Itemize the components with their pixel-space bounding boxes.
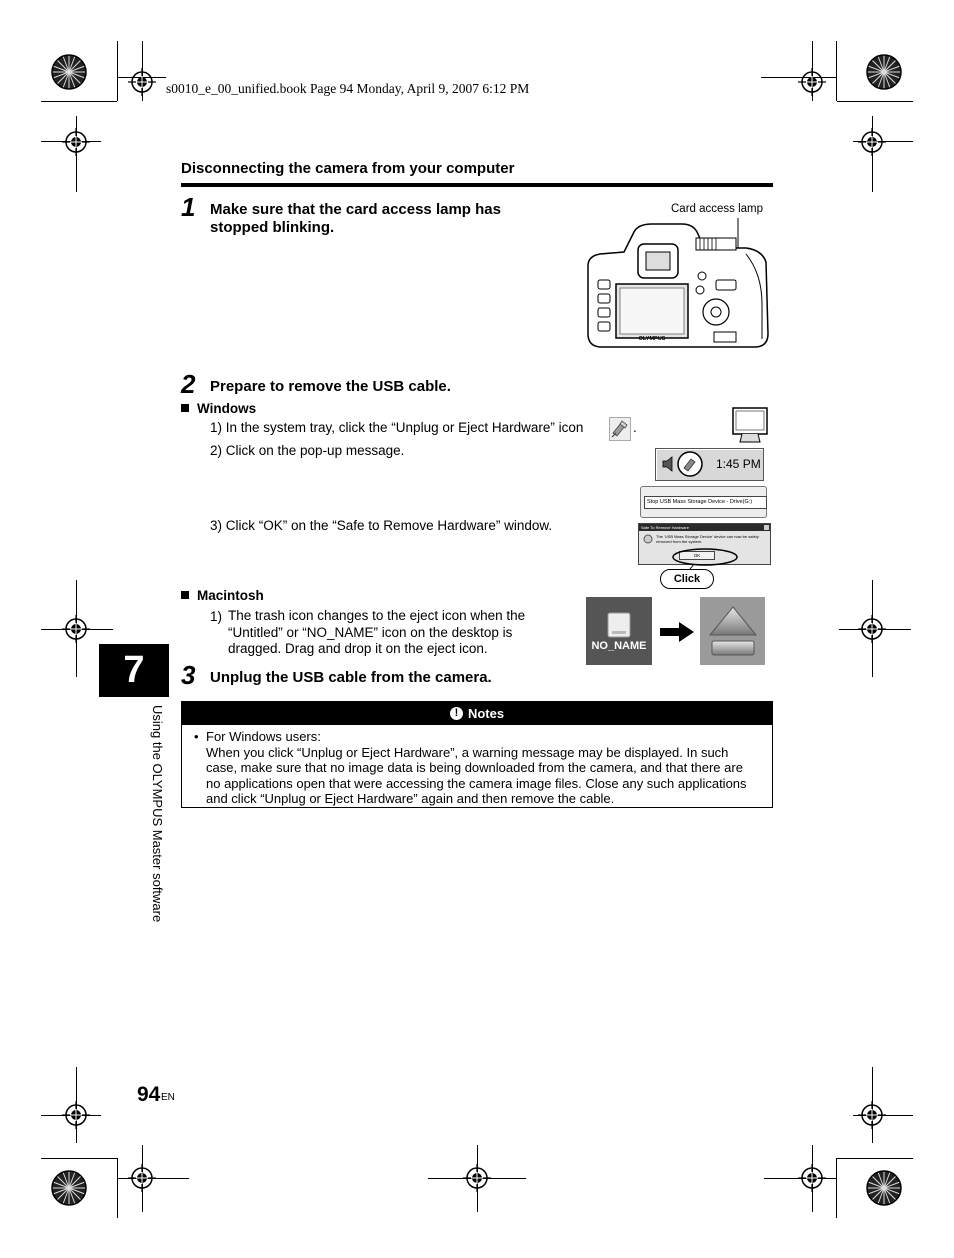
click-callout-ellipse	[672, 548, 738, 569]
monitor-icon	[732, 407, 768, 443]
step-1-text: Make sure that the card access lamp has …	[210, 201, 501, 236]
section-divider	[181, 183, 773, 187]
click-callout: Click	[660, 569, 714, 589]
no-name-drive-icon[interactable]: NO_NAME	[586, 597, 652, 665]
camera-brand-text: OLYMPUS	[639, 336, 666, 342]
warning-icon: !	[449, 707, 463, 720]
dialog-close-icon[interactable]	[764, 525, 769, 530]
tray-clock: 1:45 PM	[716, 457, 761, 471]
step-2-text: Prepare to remove the USB cable.	[210, 378, 451, 395]
notes-text: When you click “Unplug or Eject Hardware…	[206, 744, 747, 807]
page-number: 94	[137, 1083, 161, 1106]
macintosh-heading: Macintosh	[181, 588, 264, 603]
bullet-square-icon	[181, 404, 189, 412]
windows-item-1-text: 1) In the system tray, click the “Unplug…	[210, 420, 584, 435]
info-icon	[643, 534, 653, 544]
click-callout-label: Click	[673, 573, 701, 585]
stop-usb-popup-text: Stop USB Mass Storage Device - Drive(G:)	[644, 496, 767, 509]
stop-usb-popup[interactable]: Stop USB Mass Storage Device - Drive(G:)	[640, 486, 767, 518]
windows-item-1: 1) In the system tray, click the “Unplug…	[210, 419, 583, 436]
system-tray: 1:45 PM	[655, 448, 764, 481]
card-lamp-label: Card access lamp	[671, 203, 764, 215]
mac-item-number: 1)	[210, 609, 223, 624]
section-title: Disconnecting the camera from your compu…	[181, 160, 515, 177]
safe-remove-dialog-titlebar: Safe To Remove Hardware	[639, 524, 770, 531]
macintosh-heading-label: Macintosh	[197, 588, 264, 603]
step-1-number: 1	[181, 192, 196, 222]
camera-back-illustration: OLYMPUS	[587, 218, 769, 348]
windows-item-3: 3) Click “OK” on the “Safe to Remove Har…	[210, 518, 553, 533]
windows-item-1-end: .	[633, 420, 637, 435]
step-3-number: 3	[181, 660, 196, 690]
notes-box: ! Notes • For Windows users: When you cl…	[181, 701, 773, 808]
bullet-square-icon	[181, 591, 189, 599]
safe-remove-dialog-text: The 'USB Mass Storage Device' device can…	[656, 534, 759, 544]
mac-item-text: The trash icon changes to the eject icon…	[228, 608, 526, 656]
eject-hardware-tray-icon[interactable]	[677, 451, 703, 477]
chapter-side-label: Using the OLYMPUS Master software	[150, 705, 165, 923]
safe-remove-dialog-title: Safe To Remove Hardware	[641, 525, 689, 530]
file-header: s0010_e_00_unified.book Page 94 Monday, …	[166, 81, 530, 96]
unplug-eject-hardware-icon	[609, 417, 631, 441]
notes-lead: For Windows users:	[206, 729, 321, 744]
speaker-icon	[662, 456, 673, 472]
dialog-ok-button[interactable]: OK	[679, 551, 715, 560]
chapter-tab: 7	[99, 644, 169, 697]
eject-symbol-icon	[708, 606, 758, 656]
step-2-number: 2	[181, 369, 196, 399]
eject-icon[interactable]	[700, 597, 765, 665]
step-3-text: Unplug the USB cable from the camera.	[210, 669, 492, 686]
notes-body: • For Windows users: When you click “Unp…	[182, 725, 772, 807]
windows-heading: Windows	[181, 401, 256, 416]
notes-bullet: •	[194, 729, 199, 744]
page-language: EN	[161, 1092, 175, 1103]
arrow-right-icon	[660, 622, 694, 642]
windows-heading-label: Windows	[197, 401, 257, 416]
windows-item-2: 2) Click on the pop-up message.	[210, 443, 405, 458]
notes-header: ! Notes	[182, 702, 772, 725]
notes-heading: Notes	[467, 706, 505, 721]
no-name-label: NO_NAME	[591, 640, 647, 652]
drive-icon	[607, 612, 631, 638]
